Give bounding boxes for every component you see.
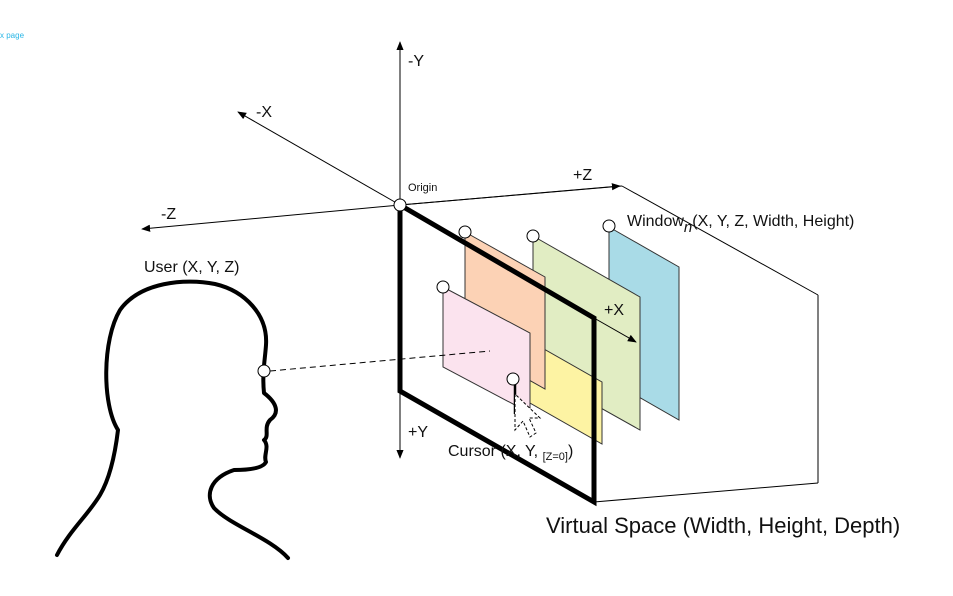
window-label-params: (X, Y, Z, Width, Height)	[692, 213, 854, 230]
axis-label-pos-x: +X	[604, 302, 624, 319]
window-corner-point	[526, 229, 540, 243]
axes	[141, 41, 637, 459]
cursor-pointer-icon	[513, 383, 542, 438]
axis-label-neg-z: -Z	[161, 206, 176, 223]
axis-label-pos-z: +Z	[573, 167, 592, 184]
corner-text: x page	[0, 31, 25, 40]
window-corner-point	[602, 219, 616, 233]
axis-x-negative	[237, 111, 401, 206]
origin-point	[393, 198, 407, 212]
window-corner-point	[436, 280, 450, 294]
window-label: Windown(X, Y, Z, Width, Height)	[627, 213, 854, 236]
axis-z-positive	[399, 183, 621, 206]
axis-label-neg-x: -X	[256, 104, 272, 121]
user-label: User (X, Y, Z)	[144, 259, 239, 276]
cursor-point	[506, 372, 520, 386]
window-label-prefix: Window	[627, 213, 684, 230]
cursor-label-subscript: [Z=0]	[543, 451, 568, 463]
origin-label: Origin	[408, 182, 437, 194]
control-points	[257, 198, 616, 386]
axis-label-neg-y: -Y	[408, 53, 424, 70]
axis-x-positive	[593, 317, 637, 343]
virtual-space-label: Virtual Space (Width, Height, Depth)	[546, 513, 900, 538]
cursor-label-close: )	[568, 443, 573, 460]
sight-line	[269, 350, 491, 372]
cursor-label: Cursor (X, Y, [Z=0])	[448, 443, 573, 463]
user-head-silhouette	[55, 279, 290, 560]
screen-frame	[397, 200, 597, 507]
window-corner-point	[458, 225, 472, 239]
axis-label-pos-y: +Y	[408, 424, 428, 441]
user-eye-point	[257, 364, 271, 378]
axis-z-negative	[141, 204, 401, 232]
window-label-subscript: n	[684, 219, 692, 236]
cursor-label-main: Cursor (X, Y,	[448, 443, 543, 460]
